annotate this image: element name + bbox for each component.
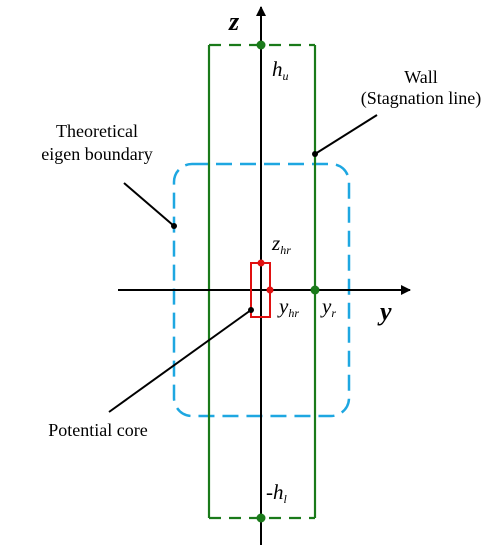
label-y-r: yr: [320, 294, 336, 320]
label-neg-h-l: -hl: [266, 480, 288, 506]
potential-core-label: Potential core: [48, 420, 147, 440]
wall-leader-dot: [312, 151, 318, 157]
leader-lines: [108, 114, 378, 413]
z-axis-label: z: [228, 7, 240, 36]
point-neg-h-l: [256, 513, 266, 523]
label-y-hr: yhr: [277, 294, 299, 320]
point-y-hr: [266, 286, 274, 294]
wall-leader: [314, 114, 378, 155]
core-leader: [108, 309, 252, 413]
point-h-u: [256, 40, 266, 50]
eigen-leader: [123, 182, 175, 227]
wall-label: Wall: [404, 67, 438, 87]
eigen-label-line1: Theoretical: [56, 121, 138, 141]
label-z-hr: zhr: [271, 231, 291, 257]
y-axis-label: y: [377, 297, 392, 326]
stagnation-line-label: (Stagnation line): [361, 88, 481, 109]
core-leader-dot: [248, 307, 254, 313]
eigen-leader-dot: [171, 223, 177, 229]
wall-boundary: [207, 43, 317, 520]
label-h-u: hu: [272, 57, 289, 83]
eigen-label-line2: eigen boundary: [41, 144, 152, 164]
point-y-r: [310, 285, 320, 295]
point-z-hr: [257, 259, 265, 267]
